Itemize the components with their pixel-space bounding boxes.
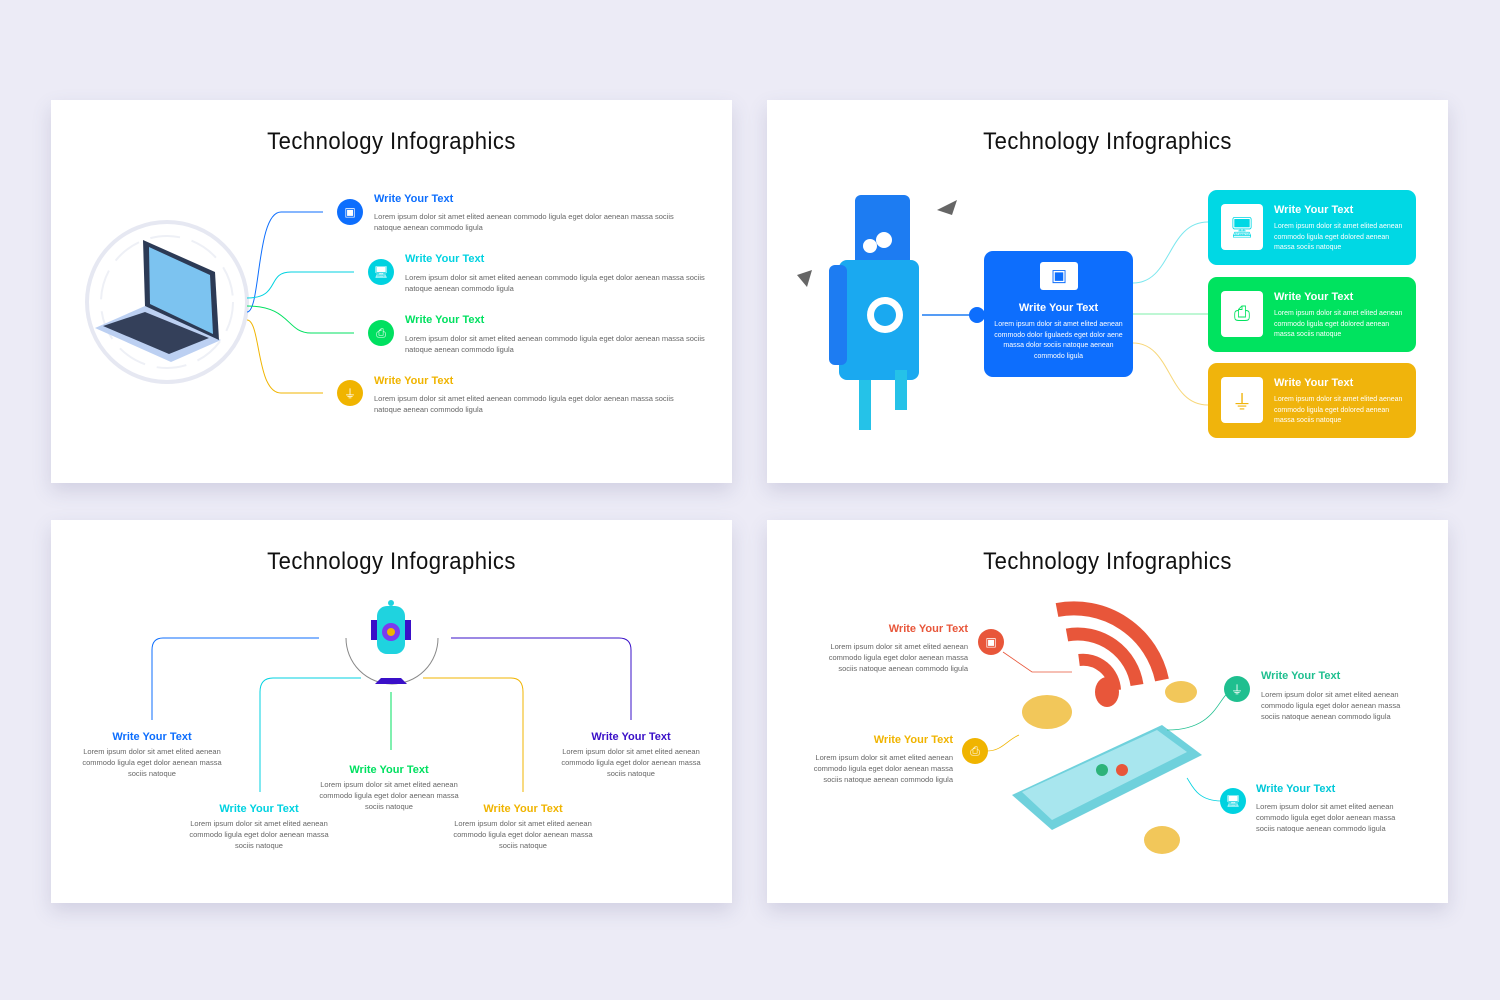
item-heading: Write Your Text <box>405 253 485 265</box>
item-body: Lorem ipsum dolor sit amet elited aenean… <box>453 819 593 850</box>
usb-cable-icon: ⏚ <box>1224 676 1250 702</box>
item-body: Lorem ipsum dolor sit amet elited aenean… <box>374 212 674 232</box>
item: Write Your Text Lorem ipsum dolor sit am… <box>319 764 459 812</box>
item-body: Lorem ipsum dolor sit amet elited aenean… <box>813 753 953 784</box>
item-body: Lorem ipsum dolor sit amet elited aenean… <box>189 819 329 850</box>
item-body: Lorem ipsum dolor sit amet elited aenean… <box>1256 802 1396 833</box>
item-heading: Write Your Text <box>374 375 454 387</box>
printer-icon: ⎙ <box>368 320 394 346</box>
card-heading: Write Your Text <box>1018 302 1099 314</box>
item-body: Lorem ipsum dolor sit amet elited aenean… <box>828 642 968 673</box>
desktop-icon: 🖥 <box>368 259 394 285</box>
item: Write Your Text Lorem ipsum dolor sit am… <box>561 731 701 779</box>
card-body: Lorem ipsum dolor sit amet elited aenean… <box>1274 223 1403 251</box>
printer-icon: ⎙ <box>962 738 988 764</box>
item-heading: Write Your Text <box>1261 670 1341 682</box>
center-card: ▣ Write Your Text Lorem ipsum dolor sit … <box>984 251 1133 377</box>
item-body: Lorem ipsum dolor sit amet elited aenean… <box>82 747 222 778</box>
item-body: Lorem ipsum dolor sit amet elited aenean… <box>374 394 674 414</box>
robot-illustration <box>797 195 1209 430</box>
slide-laptop-infographic[interactable]: Technology Infographics ▣ Write Your Tex… <box>51 100 732 483</box>
item-heading: Write Your Text <box>374 193 454 205</box>
desktop-icon: 🖥 <box>1220 788 1246 814</box>
slide-title: Technology Infographics <box>267 548 516 575</box>
item-body: Lorem ipsum dolor sit amet elited aenean… <box>319 780 459 811</box>
cpu-icon: ▣ <box>337 199 363 225</box>
slide-wifi-phone[interactable]: Technology Infographics ▣ Write Your Tex… <box>767 520 1448 903</box>
item-heading: Write Your Text <box>112 731 192 743</box>
item-body: Lorem ipsum dolor sit amet elited aenean… <box>561 747 701 778</box>
item-body: Lorem ipsum dolor sit amet elited aenean… <box>405 273 705 293</box>
slide-robot-tree[interactable]: Technology Infographics Write Your Text … <box>51 520 732 903</box>
slide-title: Technology Infographics <box>983 128 1232 155</box>
item-heading: Write Your Text <box>219 803 299 815</box>
connector-tree <box>151 600 632 792</box>
item-heading: Write Your Text <box>873 734 953 746</box>
wifi-phone-illustration <box>986 601 1238 854</box>
item-heading: Write Your Text <box>888 623 968 635</box>
card-heading: Write Your Text <box>1274 377 1354 389</box>
slide-title: Technology Infographics <box>267 128 516 155</box>
item-heading: Write Your Text <box>1256 783 1336 795</box>
item-heading: Write Your Text <box>405 314 485 326</box>
card-heading: Write Your Text <box>1274 291 1354 303</box>
item: Write Your Text Lorem ipsum dolor sit am… <box>189 803 329 851</box>
slide-robot-cards[interactable]: Technology Infographics ▣ Write Your Tex… <box>767 100 1448 483</box>
cpu-icon: ▣ <box>978 629 1004 655</box>
usb-cable-icon: ⏚ <box>337 380 363 406</box>
item-heading: Write Your Text <box>349 764 429 776</box>
usb-cable-icon: ⏚ <box>1221 377 1263 423</box>
item: Write Your Text Lorem ipsum dolor sit am… <box>82 731 222 779</box>
item-heading: Write Your Text <box>591 731 671 743</box>
item-heading: Write Your Text <box>483 803 563 815</box>
printer-icon: ⎙ <box>1221 291 1263 337</box>
cpu-icon: ▣ <box>1040 262 1078 290</box>
card-body: Lorem ipsum dolor sit amet elited aenean… <box>1274 396 1403 424</box>
card-body: Lorem ipsum dolor sit amet elited aenean… <box>994 321 1123 360</box>
laptop-illustration <box>85 211 354 394</box>
slide-title: Technology Infographics <box>983 548 1232 575</box>
card-body: Lorem ipsum dolor sit amet elited aenean… <box>1274 310 1403 338</box>
item-body: Lorem ipsum dolor sit amet elited aenean… <box>1261 690 1401 721</box>
item: Write Your Text Lorem ipsum dolor sit am… <box>453 803 593 851</box>
card-usb: ⏚ Write Your Text Lorem ipsum dolor sit … <box>1208 363 1416 438</box>
card-desktop: 🖥 Write Your Text Lorem ipsum dolor sit … <box>1208 190 1416 265</box>
card-heading: Write Your Text <box>1274 204 1354 216</box>
desktop-icon: 🖥 <box>1221 204 1263 250</box>
card-printer: ⎙ Write Your Text Lorem ipsum dolor sit … <box>1208 277 1416 352</box>
item-body: Lorem ipsum dolor sit amet elited aenean… <box>405 334 705 354</box>
